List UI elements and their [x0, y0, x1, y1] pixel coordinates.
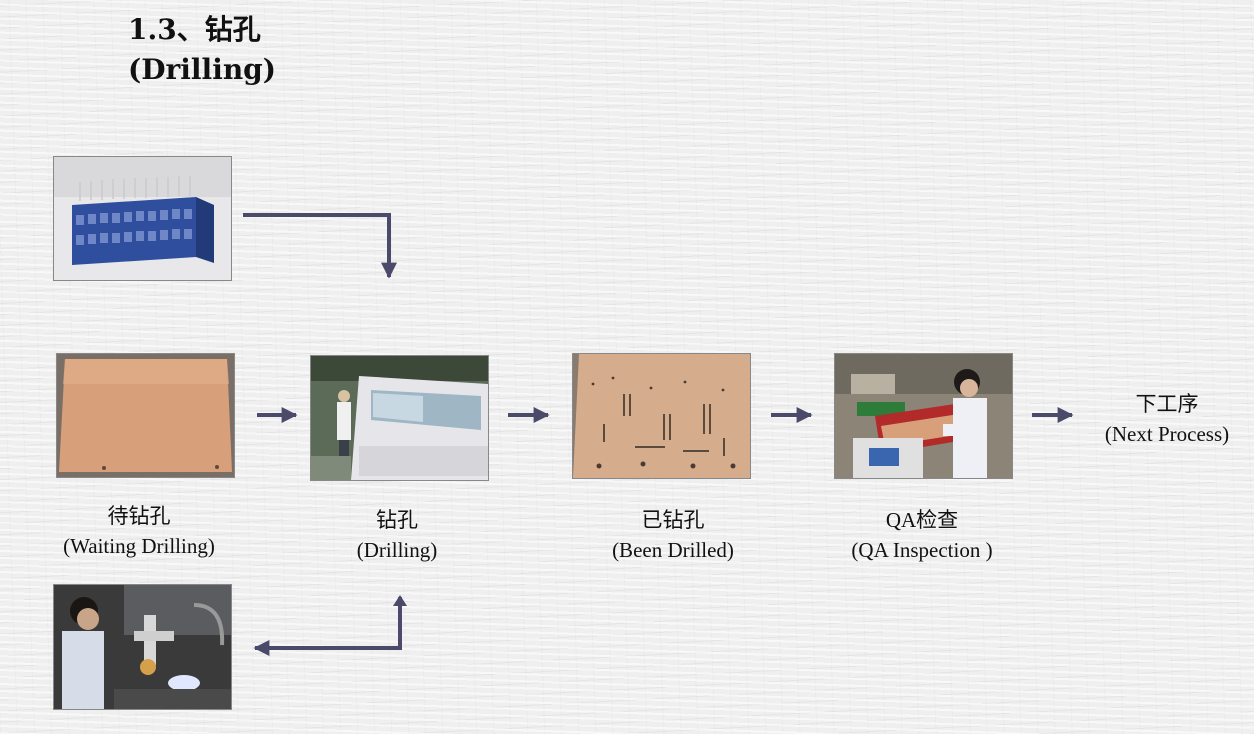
caption-drilling-cn: 钻孔	[277, 505, 517, 535]
caption-waiting-drilling-cn: 待钻孔	[19, 501, 259, 531]
arrow-drillbits-to-drilling	[243, 215, 389, 277]
caption-drilling: 钻孔 (Drilling)	[277, 505, 517, 565]
caption-next-process-cn: 下工序	[1047, 389, 1254, 419]
caption-drilling-en: (Drilling)	[277, 535, 517, 565]
caption-qa-inspection-en: (QA Inspection )	[802, 535, 1042, 565]
caption-been-drilled: 已钻孔 (Been Drilled)	[553, 505, 793, 565]
caption-waiting-drilling-en: (Waiting Drilling)	[19, 531, 259, 561]
arrow-drilling-to-microscope	[255, 595, 407, 648]
caption-qa-inspection-cn: QA检查	[802, 505, 1042, 535]
caption-been-drilled-cn: 已钻孔	[553, 505, 793, 535]
caption-qa-inspection: QA检查 (QA Inspection )	[802, 505, 1042, 565]
caption-next-process: 下工序 (Next Process)	[1047, 389, 1254, 449]
caption-next-process-en: (Next Process)	[1047, 419, 1254, 449]
caption-waiting-drilling: 待钻孔 (Waiting Drilling)	[19, 501, 259, 561]
caption-been-drilled-en: (Been Drilled)	[553, 535, 793, 565]
